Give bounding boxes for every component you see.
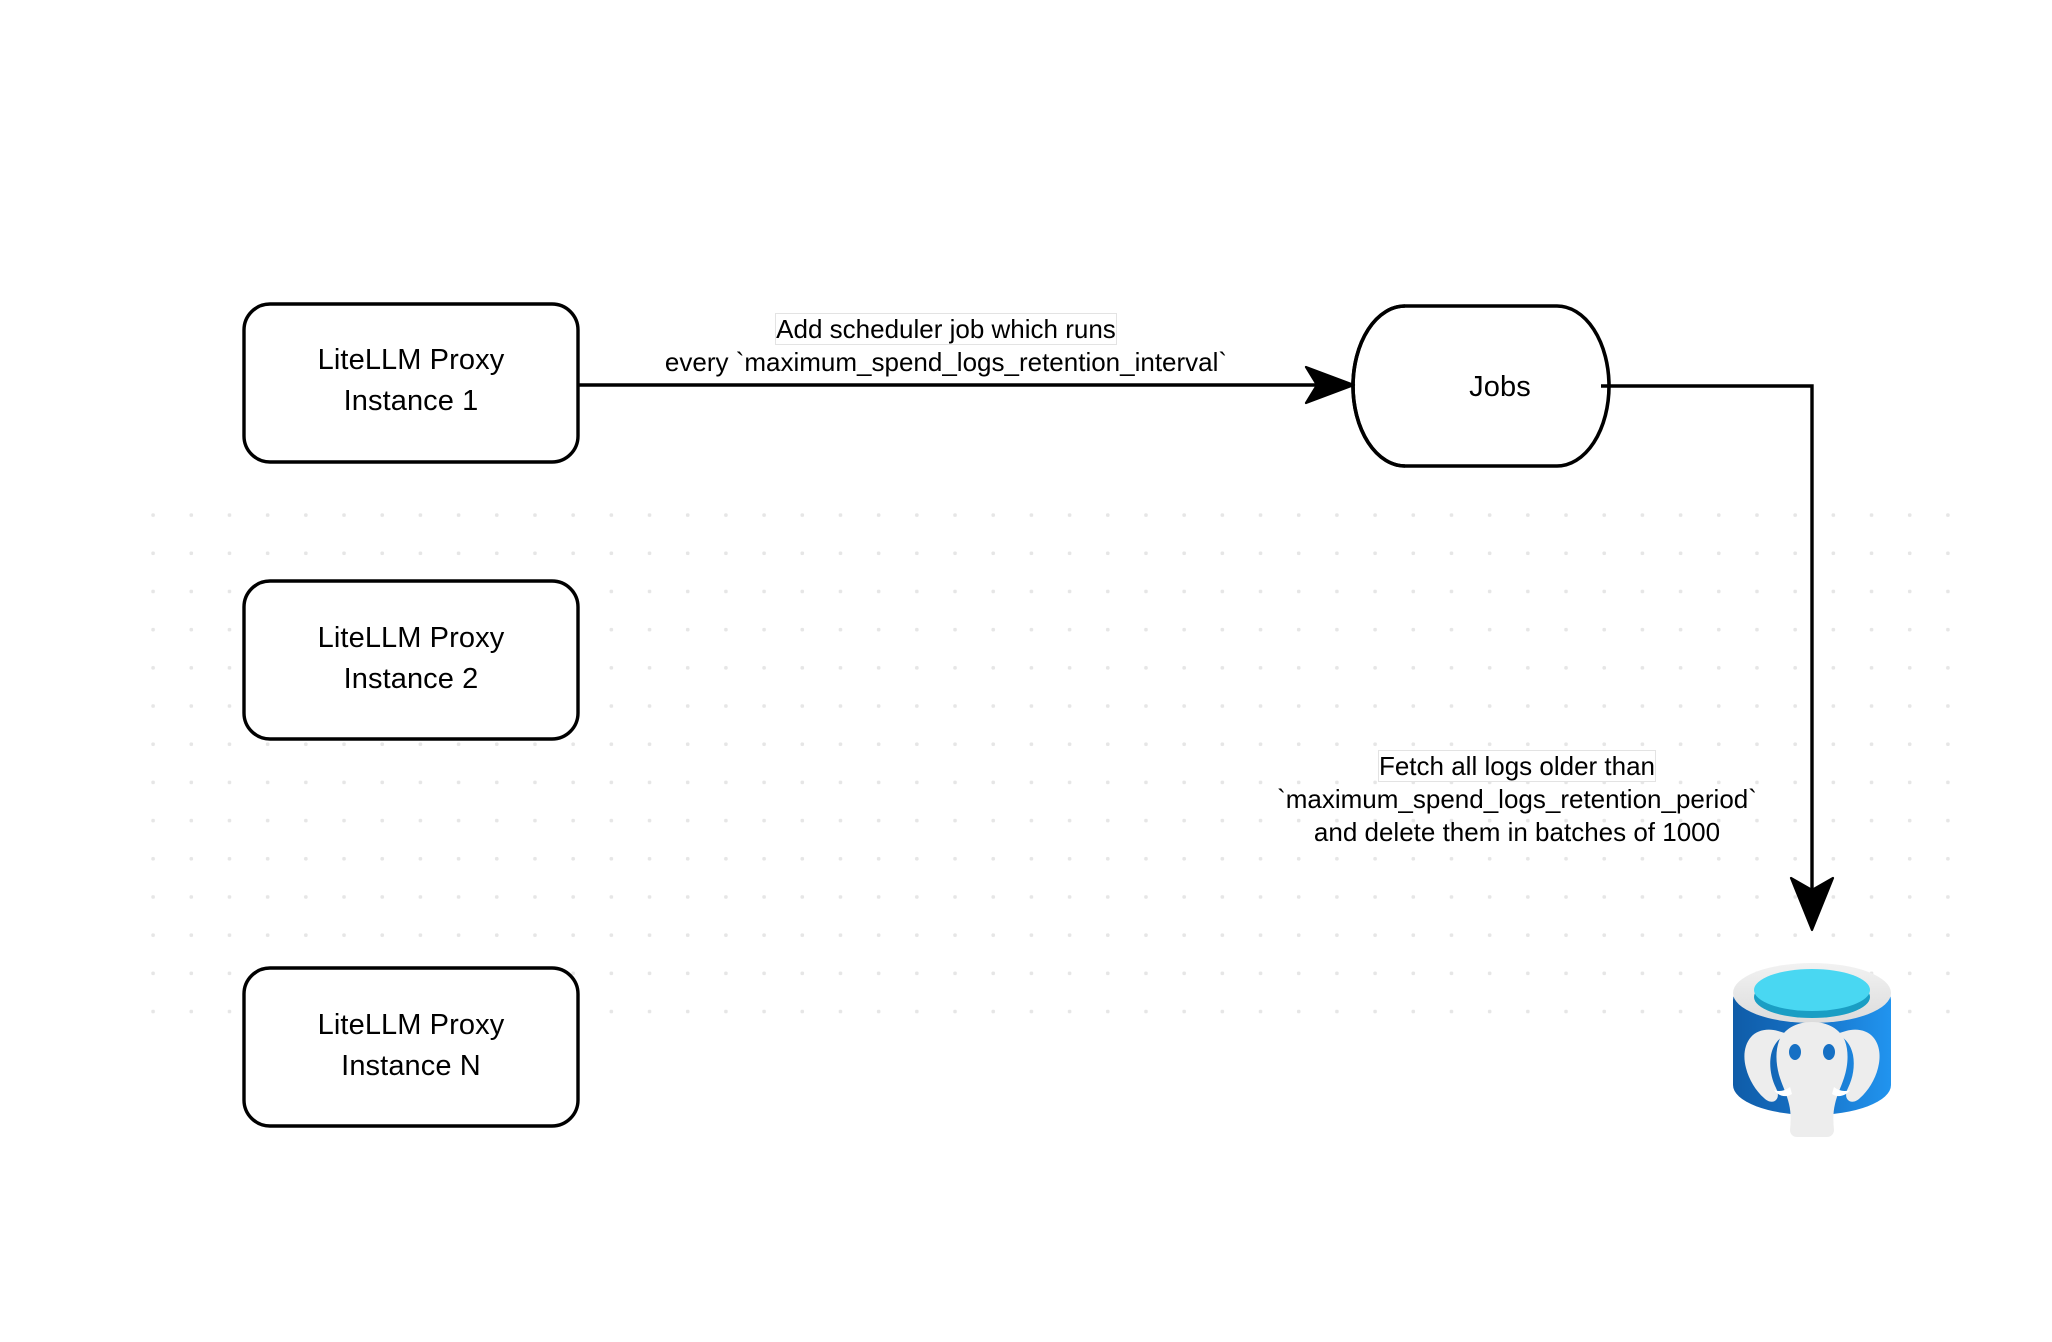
node-proxy-instance-n[interactable]: [242, 966, 580, 1128]
edge-label-scheduler-line-2: every `maximum_spend_logs_retention_inte…: [664, 347, 1228, 377]
edge-label-fetch-line-2: `maximum_spend_logs_retention_period`: [1277, 784, 1757, 814]
edge-label-fetch: Fetch all logs older than `maximum_spend…: [1222, 750, 1812, 849]
edge-label-fetch-line-1: Fetch all logs older than: [1222, 750, 1812, 783]
edge-label-scheduler-line-1: Add scheduler job which runs: [596, 313, 1296, 346]
edge-label-scheduler-line-1-text: Add scheduler job which runs: [776, 314, 1116, 344]
postgres-elephant-tusks: [1774, 1087, 1850, 1097]
node-jobs-cylinder[interactable]: [1351, 304, 1611, 468]
edge-label-scheduler: Add scheduler job which runs every `maxi…: [596, 313, 1296, 379]
postgresql-database-icon[interactable]: [1733, 963, 1891, 1137]
edge-fetch-connector[interactable]: [1601, 384, 1835, 932]
edge-scheduler-connector[interactable]: [578, 365, 1356, 405]
postgres-elephant-eyes: [1789, 1044, 1835, 1060]
node-proxy-instance-1[interactable]: [242, 302, 580, 464]
node-proxy-instance-2[interactable]: [242, 579, 580, 741]
edge-label-fetch-line-1-text: Fetch all logs older than: [1378, 751, 1656, 781]
postgres-elephant-glyph: [1744, 1022, 1880, 1137]
edge-label-fetch-line-3: and delete them in batches of 1000: [1313, 817, 1721, 847]
